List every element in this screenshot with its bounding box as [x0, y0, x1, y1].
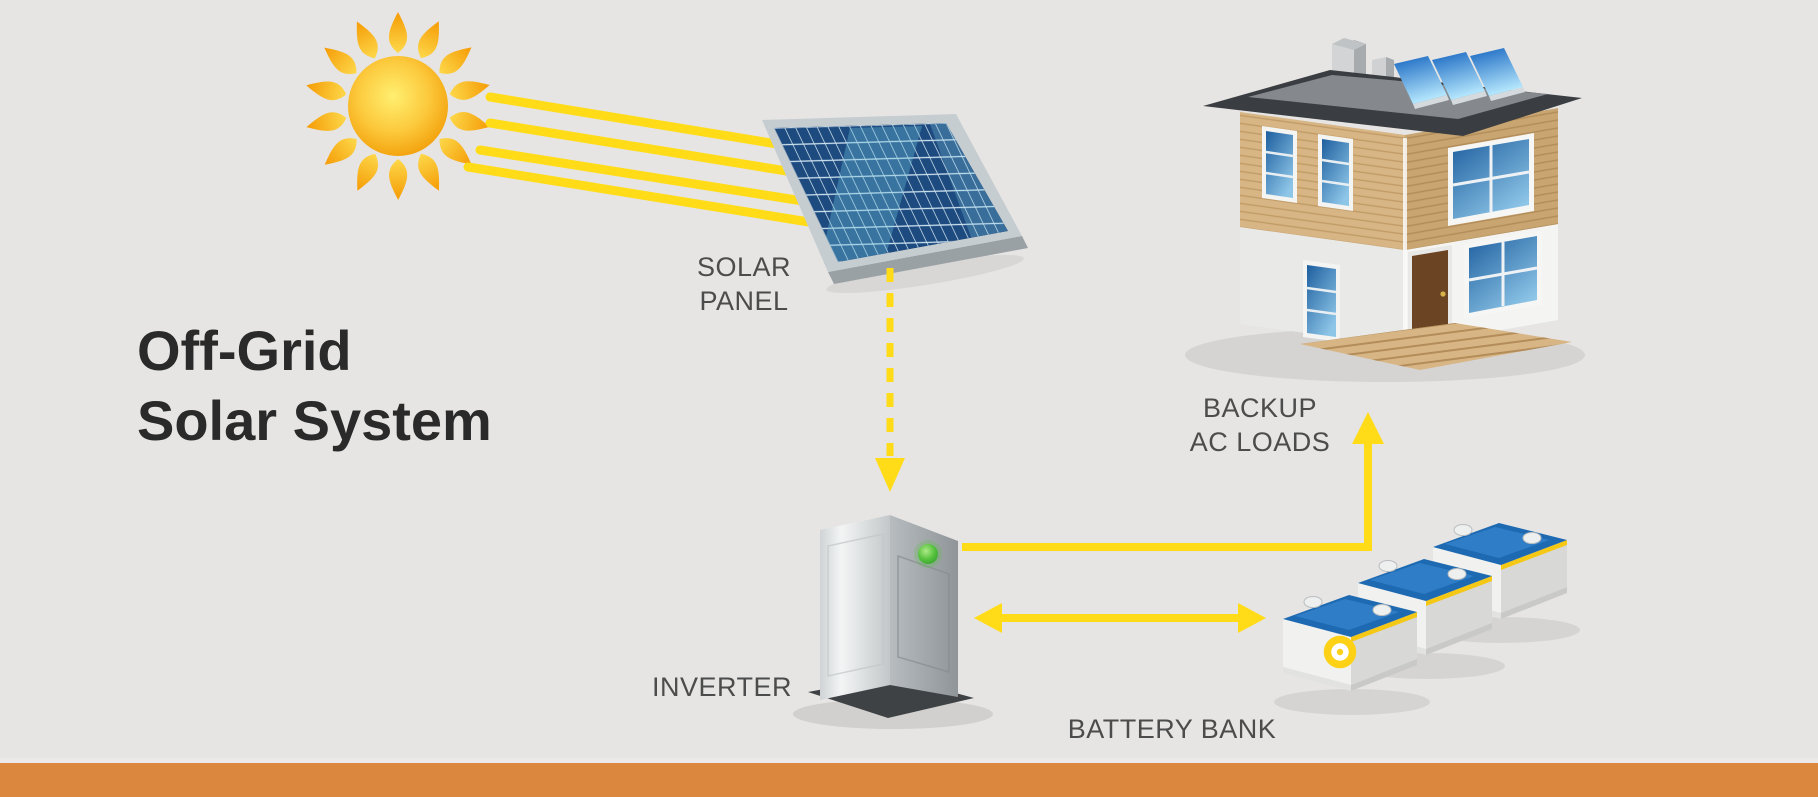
window-icon	[1303, 260, 1340, 342]
solar-panel-label-line-1: SOLAR	[696, 252, 792, 282]
footer-accent-bar	[0, 763, 1818, 797]
backup-ac-loads-label-line-1: BACKUP	[1202, 393, 1318, 423]
rooftop-solar-panels-icon	[1394, 48, 1525, 109]
window-icon	[1262, 126, 1297, 203]
title-line-1: Off-Grid	[137, 319, 352, 382]
panel-to-inverter-arrow	[875, 268, 905, 492]
battery-bank-label-line-1: BATTERY BANK	[1067, 714, 1277, 744]
solar-panel-icon	[762, 114, 1028, 294]
battery-bank-label: BATTERY BANK	[1032, 712, 1312, 746]
sun-icon	[304, 12, 492, 201]
backup-ac-loads-label: BACKUP AC LOADS	[1150, 391, 1370, 459]
inverter-battery-double-arrow	[974, 603, 1266, 633]
inverter-label: INVERTER	[622, 670, 822, 704]
deck-icon	[1300, 323, 1572, 370]
battery-emblem-icon	[1323, 635, 1357, 669]
house-icon	[1185, 38, 1585, 382]
window-icon	[1464, 231, 1542, 318]
backup-ac-loads-label-line-2: AC LOADS	[1189, 427, 1331, 457]
door-icon	[1408, 245, 1452, 344]
inverter-label-line-1: INVERTER	[651, 672, 793, 702]
solar-panel-label-line-2: PANEL	[699, 286, 789, 316]
inverter-icon	[793, 515, 993, 729]
window-icon	[1318, 134, 1353, 211]
title-line-2: Solar System	[137, 389, 492, 452]
page-title: Off-Grid Solar System	[137, 316, 492, 456]
inverter-to-house-arrow	[962, 412, 1384, 551]
footer-divider	[0, 758, 1818, 763]
battery-bank-icon	[1274, 522, 1580, 715]
window-icon	[1448, 133, 1534, 226]
inverter-led-light	[918, 544, 938, 564]
solar-panel-label: SOLAR PANEL	[639, 250, 849, 318]
